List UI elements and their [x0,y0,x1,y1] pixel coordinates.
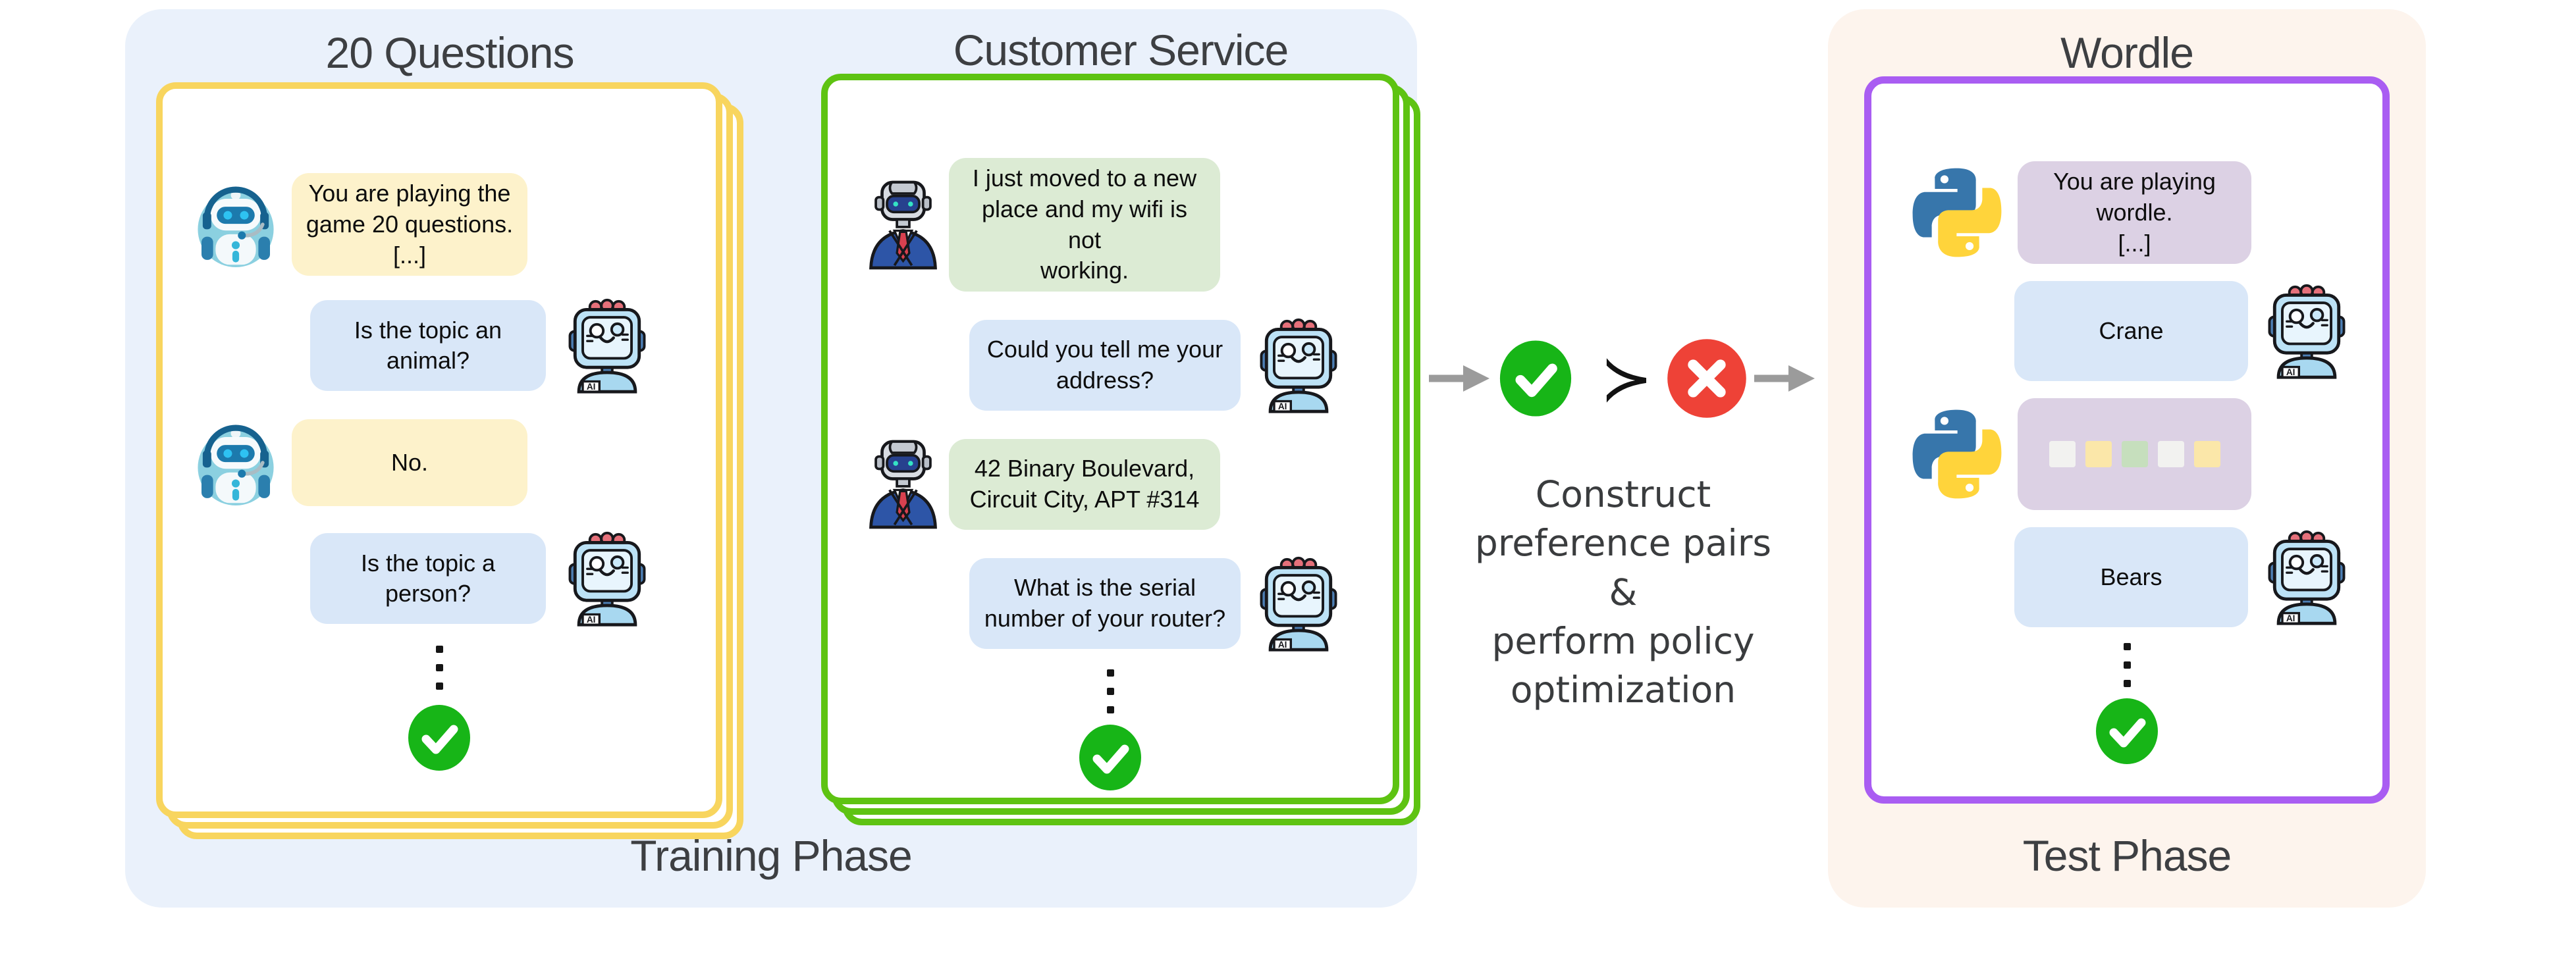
customer-service-card: I just moved to a new place and my wifi … [821,74,1399,804]
arrow-right-icon [1754,363,1815,394]
python-logo-icon [1911,408,2003,500]
message-row: You are playing wordle. [...] [1871,161,2382,265]
middle-caption: Construct preference pairs & perform pol… [1474,473,1772,711]
wordle-square-yellow [2085,441,2112,468]
message-row: You are playing the game 20 questions. [… [163,173,716,276]
agent-chat-bubble: Could you tell me your address? [969,320,1241,411]
bubble-text: Crane [2099,317,2164,344]
env-title-20-questions: 20 Questions [325,28,575,77]
env-title-wordle: Wordle [2060,28,2194,77]
agent-chat-bubble: Is the topic a person? [310,533,546,625]
env-chat-bubble: 42 Binary Boulevard, Circuit City, APT #… [949,439,1220,530]
python-logo-icon [1911,167,2003,259]
bubble-text: 42 Binary Boulevard, Circuit City, APT #… [969,455,1200,513]
outcome-row [1871,696,2382,766]
env-chat-bubble: No. [292,419,527,507]
wordle-card: You are playing wordle. [...] Crane [1864,76,2390,804]
20-questions-card: You are playing the game 20 questions. [… [156,82,722,818]
agent-chat-bubble: Is the topic an animal? [310,300,546,392]
wordle-card-stack: You are playing wordle. [...] Crane [1864,76,2390,804]
vertical-ellipsis-icon [1106,669,1114,714]
success-check-icon [406,703,472,773]
vertical-ellipsis-icon [2123,643,2131,688]
wordle-square-gray [2049,441,2076,468]
bubble-text: You are playing wordle. [...] [2053,168,2216,257]
success-check-icon [1077,723,1143,792]
message-row: Is the topic an animal? [163,296,716,396]
env-title-customer-service: Customer Service [953,26,1289,74]
agent-chat-bubble: Crane [2014,281,2248,382]
training-phase-panel: 20 Questions You are playing the game 20… [125,9,1420,908]
bubble-text: Is the topic a person? [360,549,496,607]
ai-agent-avatar [2265,527,2348,627]
message-row: 42 Binary Boulevard, Circuit City, APT #… [828,436,1393,532]
bubble-text: What is the serial number of your router… [984,574,1226,632]
message-row: Bears [1871,527,2382,628]
ai-agent-avatar [2265,281,2348,381]
customer-robot-avatar [866,436,940,532]
succeeds-symbol: ≻ [1599,342,1653,415]
ellipsis-row [828,669,1393,714]
ai-agent-avatar [566,296,649,396]
success-check-icon [1495,338,1576,419]
message-row: Could you tell me your address? [828,315,1393,415]
customer-service-card-stack: I just moved to a new place and my wifi … [821,74,1420,825]
test-phase-label: Test Phase [2022,831,2232,880]
bubble-text: I just moved to a new place and my wifi … [972,165,1197,284]
message-row: What is the serial number of your router… [828,554,1393,654]
wordle-square-gray [2157,441,2184,468]
test-phase-panel: Wordle You are playing wordle. [...] Cra… [1828,9,2426,908]
bubble-text: Could you tell me your address? [986,336,1223,394]
ellipsis-row [163,646,716,690]
message-row: I just moved to a new place and my wifi … [828,158,1393,292]
training-phase-label: Training Phase [630,831,912,880]
wordle-square-yellow [2193,441,2220,468]
20-questions-card-stack: You are playing the game 20 questions. [… [156,82,743,839]
vertical-ellipsis-icon [435,646,443,690]
message-row: No. [163,417,716,509]
bubble-text: Bears [2100,563,2162,590]
message-row: Is the topic a person? [163,528,716,629]
wordle-feedback-squares [2049,441,2220,468]
env-chat-bubble: I just moved to a new place and my wifi … [949,158,1220,292]
wordle-feedback-bubble [2018,398,2251,511]
failure-cross-icon [1667,338,1747,419]
agent-chat-bubble: Bears [2014,527,2248,628]
bubble-text: You are playing the game 20 questions. [… [306,180,514,269]
support-robot-avatar [193,178,279,270]
bubble-text: No. [390,448,429,476]
support-robot-avatar [193,417,279,509]
ai-agent-avatar [1257,554,1340,654]
wordle-square-green [2121,441,2148,468]
ai-agent-avatar [1257,315,1340,415]
outcome-row [163,703,716,773]
agent-chat-bubble: What is the serial number of your router… [969,558,1241,650]
bubble-text: Is the topic an animal? [354,316,502,374]
ellipsis-row [1871,643,2382,688]
message-row: Crane [1871,281,2382,382]
env-chat-bubble: You are playing the game 20 questions. [… [292,173,527,276]
customer-robot-avatar [866,177,940,273]
message-row [1871,398,2382,511]
outcome-row [828,723,1393,792]
arrow-right-icon [1429,363,1489,394]
success-check-icon [2094,696,2160,766]
ai-agent-avatar [566,528,649,629]
env-chat-bubble: You are playing wordle. [...] [2018,161,2251,265]
